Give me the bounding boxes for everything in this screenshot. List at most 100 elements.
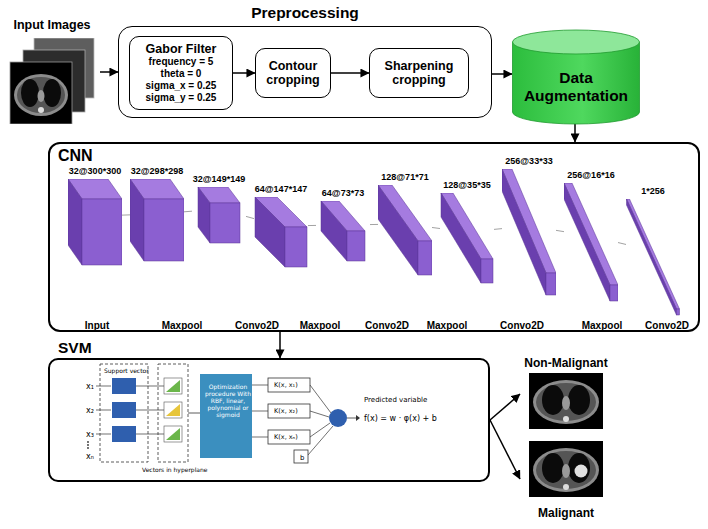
svm-label: Predicted variable xyxy=(364,396,427,404)
cuboid-side xyxy=(130,179,144,261)
ct-image xyxy=(529,373,603,429)
cuboid-side xyxy=(68,179,82,265)
cuboid-front xyxy=(418,241,432,275)
cylinder-top xyxy=(513,30,640,54)
input-symbol: xₙ xyxy=(86,452,94,461)
cuboid-front xyxy=(546,273,556,295)
cuboid xyxy=(255,197,307,267)
cuboid-side xyxy=(564,183,610,301)
svm-label: Support vector xyxy=(104,368,149,375)
node-text: 32@298*298 xyxy=(130,166,184,177)
layer-block: 64@147*147 xyxy=(254,184,308,268)
cuboid-shape xyxy=(68,179,122,266)
result-image: Non-Malignant xyxy=(520,356,612,432)
bias-label: b xyxy=(300,454,304,462)
node-text: 128@35*35 xyxy=(440,180,494,191)
node-text: frequency = 5 xyxy=(149,56,214,68)
cuboid-front xyxy=(610,285,618,301)
node-text: sigma_y = 0.25 xyxy=(146,92,217,104)
cuboid-front xyxy=(285,227,307,267)
cuboid-side xyxy=(198,187,210,243)
flow-arrow xyxy=(331,72,369,74)
layer-link xyxy=(432,227,440,228)
node-text: SVM xyxy=(58,339,92,357)
layer-name: Maxpool xyxy=(300,320,341,332)
cuboid-shape xyxy=(254,197,308,268)
cuboid-front xyxy=(481,259,493,283)
layer-name: Maxpool xyxy=(162,320,203,332)
layer-link xyxy=(370,224,378,225)
layer-name: Convo2D xyxy=(500,320,544,332)
cuboid-shape xyxy=(440,193,494,284)
layer-link xyxy=(246,216,254,218)
cuboid-side xyxy=(255,197,285,267)
cuboid-top xyxy=(564,183,618,285)
layer-block: 32@300*300 xyxy=(68,166,122,266)
cuboid-shape xyxy=(502,169,556,296)
layer-block: 32@298*298 xyxy=(130,166,184,262)
cuboid-side xyxy=(321,201,347,261)
text-holder: Sharpening cropping xyxy=(370,49,468,97)
cuboid-side xyxy=(378,185,418,275)
layer-link xyxy=(184,211,192,213)
cuboid xyxy=(321,201,365,261)
layer-name: Maxpool xyxy=(427,320,468,332)
layer-block: 64@73*73 xyxy=(316,188,370,262)
layer-link xyxy=(556,230,564,231)
process-box: Sharpening cropping xyxy=(369,48,469,98)
node-text: CNN xyxy=(58,147,93,165)
input-images: Input Images xyxy=(4,18,100,124)
layer-block: 256@33*33 xyxy=(502,156,556,296)
kernel-label: K(x, xₙ) xyxy=(274,434,298,441)
cuboid-front xyxy=(677,309,680,315)
cuboid xyxy=(130,179,184,261)
input-symbol: x₁ xyxy=(86,382,94,391)
preprocessing-panel: PreprocessingGabor Filterfrequency = 5th… xyxy=(118,26,492,118)
flow-arrow xyxy=(574,124,576,142)
cuboid-side xyxy=(627,199,677,315)
cuboid-shape xyxy=(130,179,184,262)
node-text: 1*256 xyxy=(626,186,680,197)
flow-arrow xyxy=(490,420,520,479)
node-text: 256@33*33 xyxy=(502,156,556,167)
layer-name: Maxpool xyxy=(582,320,623,332)
cuboid xyxy=(198,187,240,243)
cuboid-side xyxy=(441,193,481,283)
node-text: Data Augmentation xyxy=(516,69,636,105)
layer-block: 128@35*35 xyxy=(440,180,494,284)
node-text: Sharpening cropping xyxy=(374,59,464,88)
node-text: 128@71*71 xyxy=(378,172,432,183)
node-text: 256@16*16 xyxy=(564,170,618,181)
layer-name: Convo2D xyxy=(235,320,279,332)
svm-panel: SVMSupport vectorx₁x₂x₃xₙVectors in hype… xyxy=(48,358,490,482)
node-text: Gabor Filter xyxy=(146,42,217,56)
node-text: Input Images xyxy=(4,18,100,32)
cuboid-front xyxy=(82,199,122,265)
cuboid-shape xyxy=(192,187,246,244)
layer-link xyxy=(308,225,316,226)
database-cylinder: Data Augmentation xyxy=(512,30,640,124)
layer-link xyxy=(618,243,626,245)
cuboid-front xyxy=(144,199,184,261)
cuboid xyxy=(68,179,122,265)
cuboid-shape xyxy=(626,199,680,316)
node-text: 64@147*147 xyxy=(254,184,308,195)
ct-image-stack xyxy=(6,38,98,124)
cuboid xyxy=(502,169,556,295)
text-holder: Data Augmentation xyxy=(512,30,640,124)
input-symbol: x₂ xyxy=(86,406,94,415)
node-text: 32@149*149 xyxy=(192,174,246,185)
input-symbol: x₃ xyxy=(86,430,94,439)
flow-arrow xyxy=(490,394,520,420)
node-text: Preprocessing xyxy=(119,4,491,22)
node-text: theta = 0 xyxy=(161,68,202,80)
cuboid-top xyxy=(502,169,556,273)
node-text: 32@300*300 xyxy=(68,166,122,177)
flow-arrow xyxy=(100,71,118,73)
layer-block: 32@149*149 xyxy=(192,174,246,244)
layer-block: 1*256 xyxy=(626,186,680,316)
cuboid xyxy=(627,199,680,315)
kernel-label: K(x, x₂) xyxy=(274,408,298,415)
node-text: Non-Malignant xyxy=(520,356,612,370)
layer-link xyxy=(122,214,130,215)
